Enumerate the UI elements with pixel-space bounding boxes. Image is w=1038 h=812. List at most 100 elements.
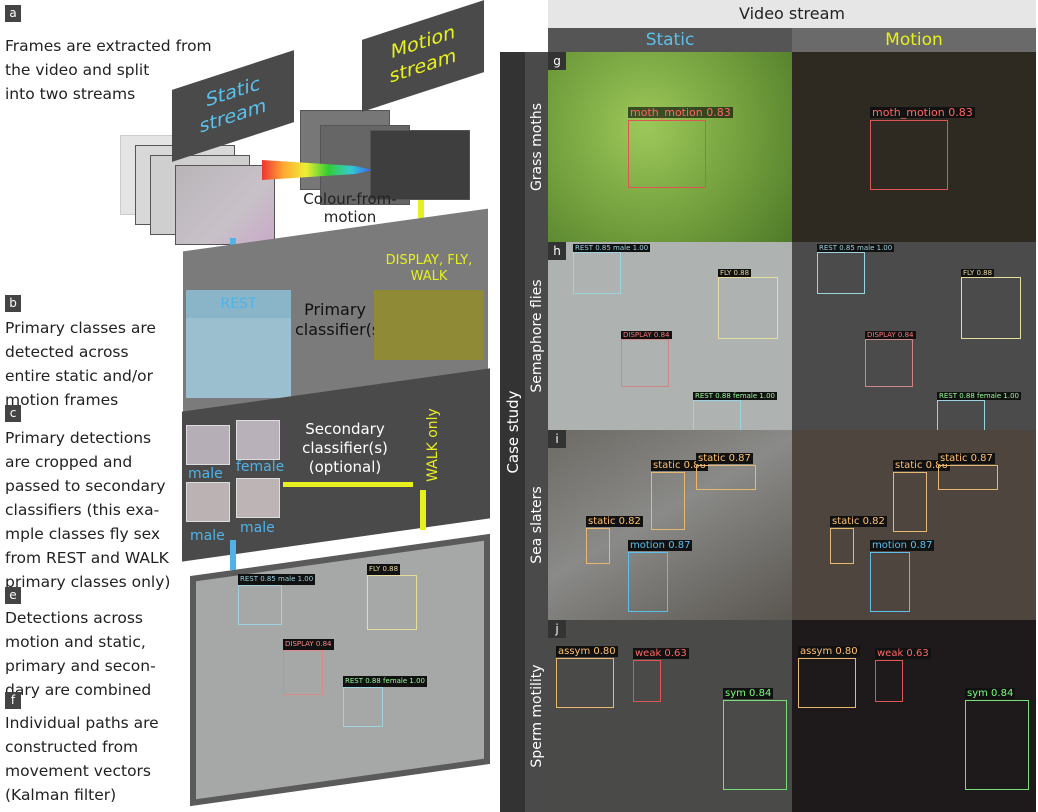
- detection-tag: static 0.86: [893, 460, 950, 471]
- step-b-text: Primary classes are detected across enti…: [5, 316, 156, 412]
- case-study-text: Case study: [503, 390, 522, 474]
- detection-tag: weak 0.63: [875, 648, 931, 659]
- text-line: entire static and/or: [5, 367, 153, 385]
- text-line: Frames are extracted from: [5, 37, 212, 55]
- walk-only-text: WALK only: [424, 408, 441, 482]
- detection-tag: REST 0.88 female 1.00: [937, 392, 1021, 400]
- text-line: primary classes only): [5, 573, 171, 591]
- detection-tag: FLY 0.88: [718, 269, 752, 277]
- text-line: primary and secon-: [5, 657, 156, 675]
- detection-box: REST 0.88 female 1.00: [343, 676, 427, 727]
- text-line: dary are combined: [5, 681, 152, 699]
- crop-label: male: [188, 466, 223, 482]
- detection-box: REST 0.85 male 1.00: [573, 244, 651, 294]
- detection-box: static 0.86: [893, 460, 950, 532]
- detection-tag: sym 0.84: [965, 688, 1016, 699]
- crop-image: [236, 420, 280, 460]
- detection-box: DISPLAY 0.84: [865, 331, 916, 387]
- detection-tag: REST 0.85 male 1.00: [817, 244, 895, 252]
- text-line: motion frames: [5, 391, 119, 409]
- panel-letter: j: [548, 620, 566, 638]
- detection-box: FLY 0.88: [367, 564, 417, 630]
- text-line: constructed from: [5, 738, 139, 756]
- detection-box: REST 0.85 male 1.00: [238, 574, 316, 625]
- arrow-down-icon: [420, 490, 426, 530]
- panel-letter: i: [548, 430, 566, 448]
- crop-label: male: [190, 528, 225, 544]
- text-line: mple classes fly sex: [5, 525, 161, 543]
- grass-moths-static-panel: g moth_motion 0.83: [548, 52, 792, 242]
- detection-tag: moth_motion 0.83: [628, 106, 733, 119]
- primary-classifier-label: Primary classifier(s): [295, 300, 387, 339]
- text-line: classifiers (this exa-: [5, 501, 160, 519]
- detection-tag: FLY 0.88: [961, 269, 995, 277]
- detection-tag: static 0.87: [938, 453, 995, 464]
- step-e-text: Detections across motion and static, pri…: [5, 606, 156, 702]
- panel-letter: g: [548, 52, 566, 70]
- detection-tag: moth_motion 0.83: [870, 106, 975, 119]
- detection-box: weak 0.63: [875, 648, 931, 702]
- detection-box: motion 0.87: [870, 540, 935, 612]
- detection-box: assym 0.80: [556, 646, 618, 708]
- detection-box: moth_motion 0.83: [870, 107, 975, 190]
- detection-box: weak 0.63: [633, 648, 689, 702]
- panel-letter: h: [548, 242, 566, 260]
- row-label-text: Semaphore flies: [528, 279, 545, 393]
- detection-tag: REST 0.88 female 1.00: [343, 676, 427, 687]
- grass-moths-motion-panel: moth_motion 0.83: [792, 52, 1036, 242]
- crop-image: [186, 425, 230, 465]
- step-c-text: Primary detections are cropped and passe…: [5, 426, 170, 594]
- text-line: Primary classes are: [5, 319, 156, 337]
- detection-box: static 0.87: [696, 453, 756, 490]
- video-stream-header: Video stream: [548, 0, 1036, 28]
- row-label-sperm-motility: Sperm motility: [525, 620, 548, 812]
- detection-box: moth_motion 0.83: [628, 107, 733, 188]
- rest-label: REST: [186, 290, 291, 318]
- detection-box: sym 0.84: [723, 688, 787, 790]
- detection-box: FLY 0.88: [718, 269, 778, 339]
- detection-box: FLY 0.88: [961, 269, 1021, 339]
- sperm-motility-motion-panel: assym 0.80 weak 0.63 sym 0.84: [792, 620, 1036, 812]
- detection-tag: DISPLAY 0.84: [621, 331, 672, 339]
- detection-tag: static 0.87: [696, 453, 753, 464]
- walk-arrow: [283, 482, 413, 487]
- crop-label: male: [240, 520, 275, 536]
- step-label-a: a: [5, 5, 21, 22]
- text-line: passed to secondary: [5, 477, 166, 495]
- detection-box: static 0.82: [586, 516, 643, 564]
- detection-box: sym 0.84: [965, 688, 1029, 790]
- detection-tag: REST 0.88 female 1.00: [693, 392, 777, 400]
- detection-box: REST 0.85 male 1.00: [817, 244, 895, 294]
- secondary-classifier-label: Secondary classifier(s) (optional): [302, 420, 388, 476]
- detection-tag: static 0.86: [651, 460, 708, 471]
- case-study-label: Case study: [500, 52, 525, 812]
- detection-tag: weak 0.63: [633, 648, 689, 659]
- motion-stream-label: Motion stream: [362, 0, 484, 112]
- text-line: movement vectors: [5, 762, 151, 780]
- detection-tag: DISPLAY 0.84: [865, 331, 916, 339]
- detection-box: DISPLAY 0.84: [621, 331, 672, 387]
- static-frame: [175, 165, 275, 245]
- semaphore-flies-motion-panel: REST 0.85 male 1.00 FLY 0.88 DISPLAY 0.8…: [792, 242, 1036, 430]
- detection-tag: REST 0.85 male 1.00: [238, 574, 316, 585]
- step-a-text: Frames are extracted from the video and …: [5, 34, 212, 106]
- text-line: Primary detections: [5, 429, 152, 447]
- detection-tag: REST 0.85 male 1.00: [573, 244, 651, 252]
- column-header-motion: Motion: [792, 28, 1036, 52]
- step-label-e: e: [5, 587, 21, 604]
- text-line: Individual paths are: [5, 714, 159, 732]
- walk-only-label: WALK only: [420, 400, 445, 490]
- crop-image: [236, 478, 280, 518]
- sea-slaters-static-panel: i static 0.86 static 0.87 static 0.82 mo…: [548, 430, 792, 620]
- detection-box: static 0.87: [938, 453, 998, 490]
- step-label-f: f: [5, 692, 21, 709]
- motion-primary-frame: [374, 290, 484, 360]
- text-line: from REST and WALK: [5, 549, 169, 567]
- crop-image: [186, 482, 230, 522]
- row-label-semaphore-flies: Semaphore flies: [525, 242, 548, 430]
- detection-box: static 0.86: [651, 460, 708, 530]
- step-label-c: c: [5, 405, 21, 422]
- detection-box: DISPLAY 0.84: [283, 639, 334, 695]
- rest-frame: [186, 318, 291, 398]
- row-label-text: Grass moths: [528, 102, 545, 192]
